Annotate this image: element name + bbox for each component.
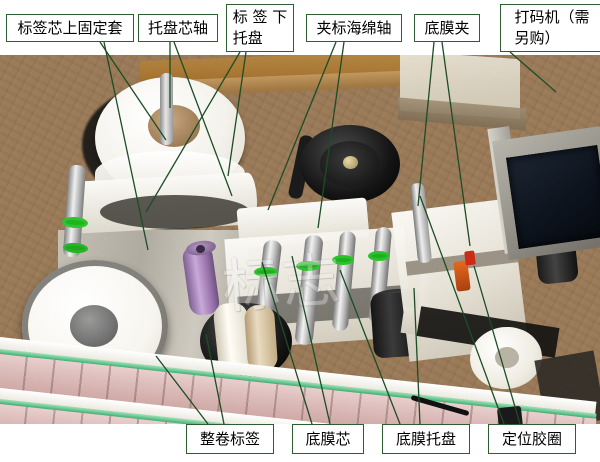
coding-machine-screen — [506, 145, 600, 249]
handwheel-nut — [343, 156, 358, 169]
callout-text: 底膜夹 — [424, 18, 470, 37]
tray-spindle-rod — [160, 73, 173, 145]
callout-whole-roll-label[interactable]: 整卷标签 — [186, 424, 274, 454]
lower-tray-shadow — [100, 195, 250, 229]
callout-text: 打码机（需另购） — [514, 8, 590, 47]
callout-base-film-core[interactable]: 底膜芯 — [292, 424, 364, 454]
callout-label-core-fixing-sleeve[interactable]: 标签芯上固定套 — [6, 14, 134, 42]
callout-base-film-tray[interactable]: 底膜托盘 — [382, 424, 470, 454]
product-photo: 标志 — [0, 55, 600, 424]
black-bracket-2 — [496, 405, 524, 424]
callout-tray-spindle[interactable]: 托盘芯轴 — [138, 14, 218, 42]
callout-label-clamp-sponge-shaft[interactable]: 夹标海绵轴 — [306, 14, 402, 42]
callout-text: 整卷标签 — [199, 429, 260, 448]
watermark: 标志 — [219, 245, 345, 322]
base-film-tray-hub — [495, 347, 519, 368]
callout-coding-printer-optional[interactable]: 打码机（需另购） — [500, 4, 600, 52]
rubber-ring-4 — [368, 251, 390, 261]
rubber-ring-3 — [332, 255, 354, 265]
callout-text: 标签芯上固定套 — [17, 18, 123, 37]
callout-text: 夹标海绵轴 — [316, 18, 392, 37]
callout-text: 底膜托盘 — [395, 429, 456, 448]
callout-base-film-clamp[interactable]: 底膜夹 — [414, 14, 480, 42]
red-indicator — [464, 250, 476, 266]
callout-text: 标 签 下托盘 — [232, 8, 288, 47]
callout-text: 底膜芯 — [305, 429, 351, 448]
callout-positioning-rubber-ring[interactable]: 定位胶圈 — [488, 424, 576, 454]
label-roll-core-hole — [148, 105, 200, 147]
whole-roll-label-hub — [70, 305, 118, 347]
callout-text: 托盘芯轴 — [147, 18, 208, 37]
callout-label-lower-tray[interactable]: 标 签 下托盘 — [226, 4, 294, 52]
callout-text: 定位胶圈 — [501, 429, 562, 448]
